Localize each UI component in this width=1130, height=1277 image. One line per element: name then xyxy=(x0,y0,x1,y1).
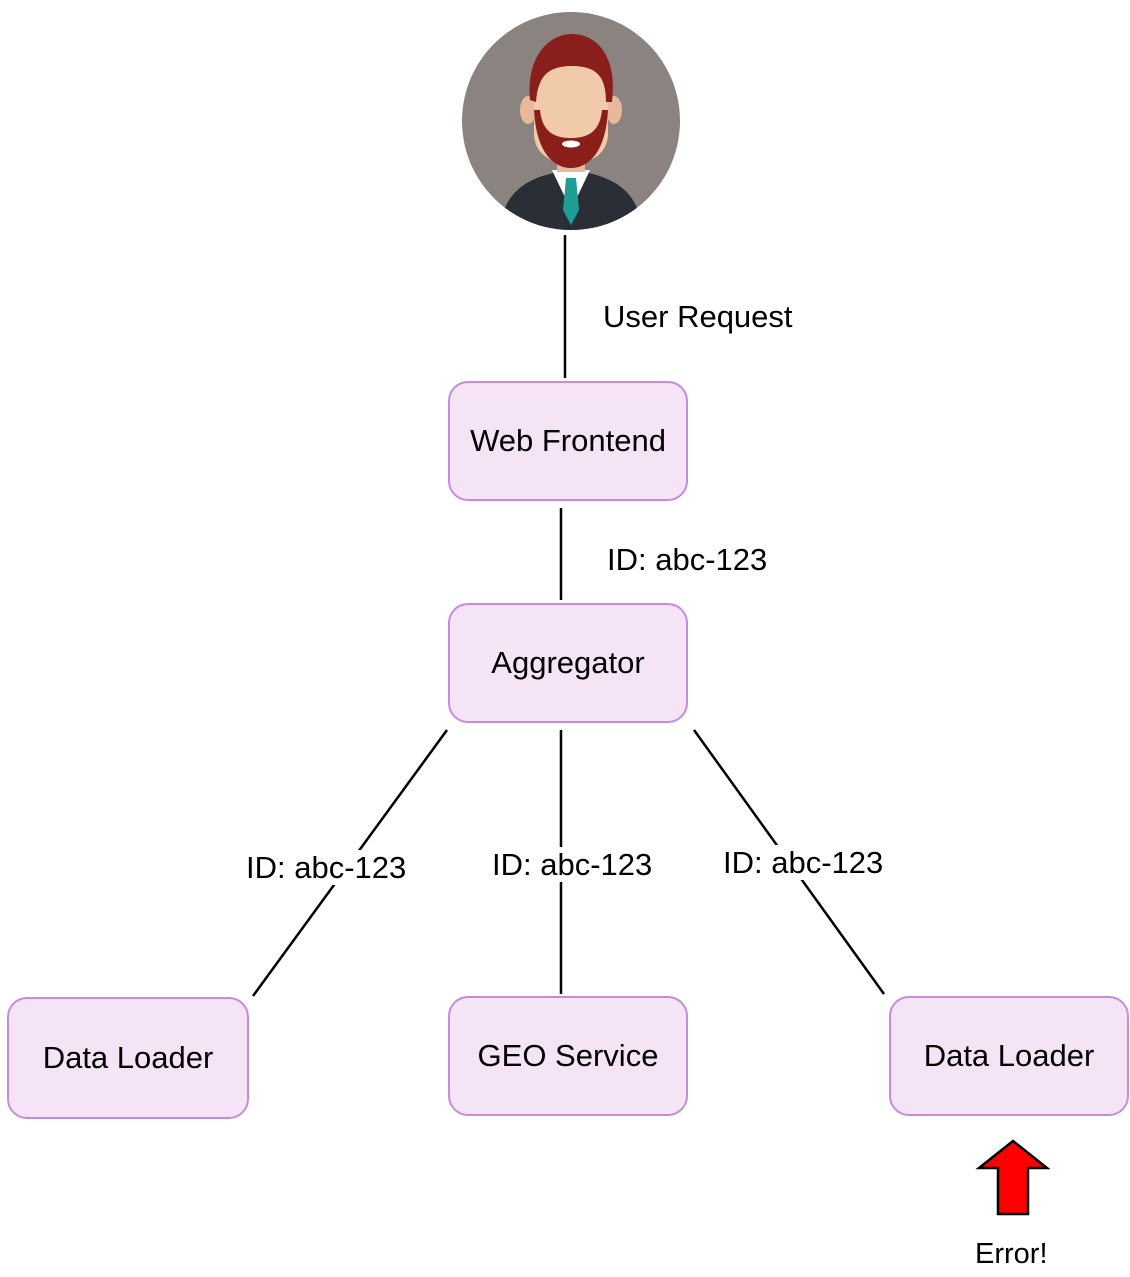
edge-label-aggregator-loader-right: ID: abc-123 xyxy=(723,845,884,880)
edge-label-user-request: User Request xyxy=(603,299,793,334)
error-indicator xyxy=(975,1138,1051,1218)
user-avatar xyxy=(460,10,682,232)
red-up-arrow-icon xyxy=(975,1139,1051,1216)
edge-label-aggregator-geo: ID: abc-123 xyxy=(492,847,653,882)
edge-label-aggregator-loader-left: ID: abc-123 xyxy=(246,850,407,885)
node-geo-service: GEO Service xyxy=(448,996,688,1116)
node-label: Data Loader xyxy=(42,1040,214,1075)
node-label: Aggregator xyxy=(491,645,645,680)
node-label: Data Loader xyxy=(923,1038,1095,1073)
node-web-frontend: Web Frontend xyxy=(448,381,688,501)
node-aggregator: Aggregator xyxy=(448,603,688,723)
node-label: GEO Service xyxy=(477,1038,659,1073)
edge-label-frontend-aggregator: ID: abc-123 xyxy=(607,542,768,577)
node-label: Web Frontend xyxy=(470,423,666,458)
node-data-loader-right: Data Loader xyxy=(889,996,1129,1116)
person-avatar-icon xyxy=(462,12,680,230)
node-data-loader-left: Data Loader xyxy=(7,997,249,1119)
error-label: Error! xyxy=(975,1238,1048,1270)
